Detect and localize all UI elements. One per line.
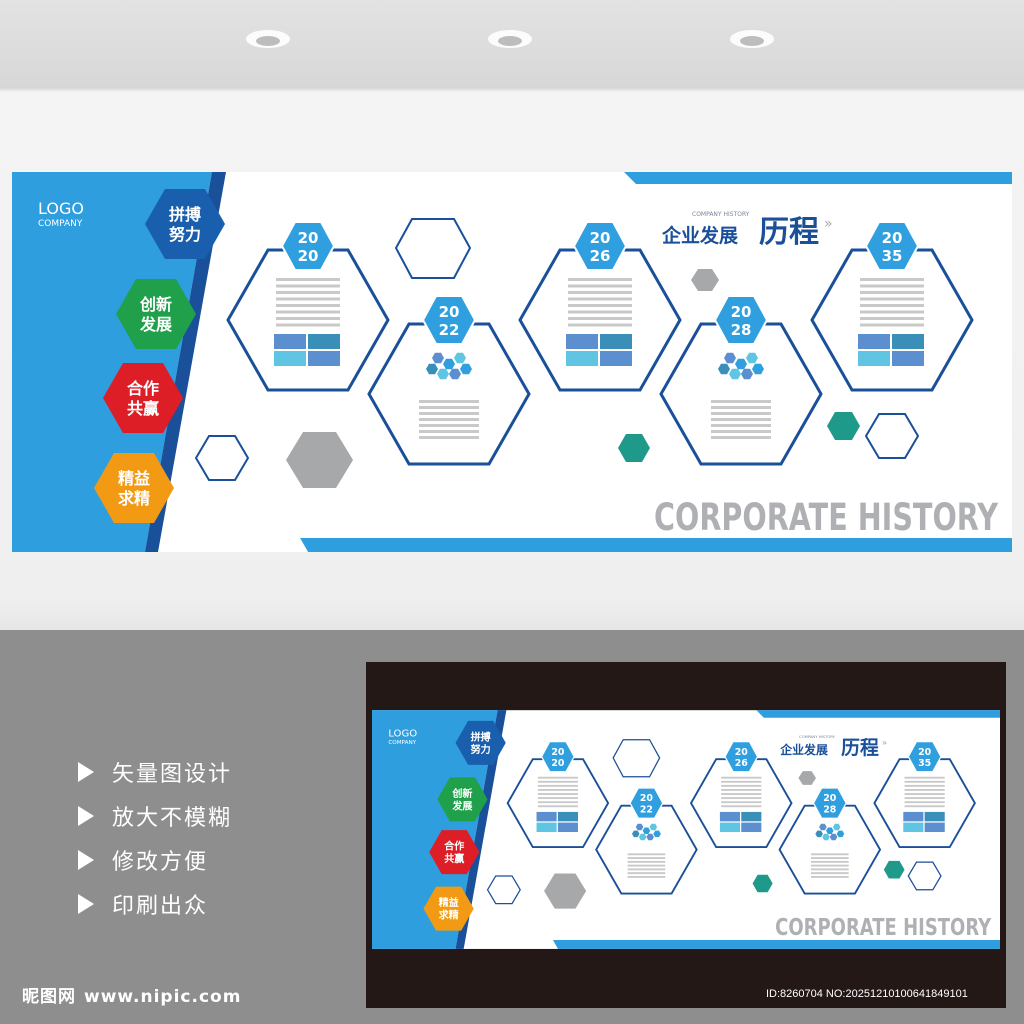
play-icon (78, 806, 94, 826)
feature-item: 矢量图设计 (78, 750, 232, 794)
play-icon (78, 762, 94, 782)
spotlight-icon (246, 30, 290, 48)
brand-url: www.nipic.com (84, 987, 242, 1007)
brand-watermark: 昵图网 www.nipic.com (22, 982, 241, 1007)
preview-area (0, 630, 1024, 1024)
history-board-main (12, 172, 1012, 552)
brand-name: 昵图网 (22, 987, 76, 1007)
history-board-preview (372, 710, 1000, 949)
feature-item: 放大不模糊 (78, 794, 232, 838)
feature-item: 印刷出众 (78, 882, 232, 926)
play-icon (78, 850, 94, 870)
image-id-watermark: ID:8260704 NO:20251210100641849101 (766, 988, 968, 1000)
spotlight-icon (488, 30, 532, 48)
feature-list: 矢量图设计 放大不模糊 修改方便 印刷出众 (78, 750, 232, 926)
feature-item: 修改方便 (78, 838, 232, 882)
play-icon (78, 894, 94, 914)
spotlight-icon (730, 30, 774, 48)
